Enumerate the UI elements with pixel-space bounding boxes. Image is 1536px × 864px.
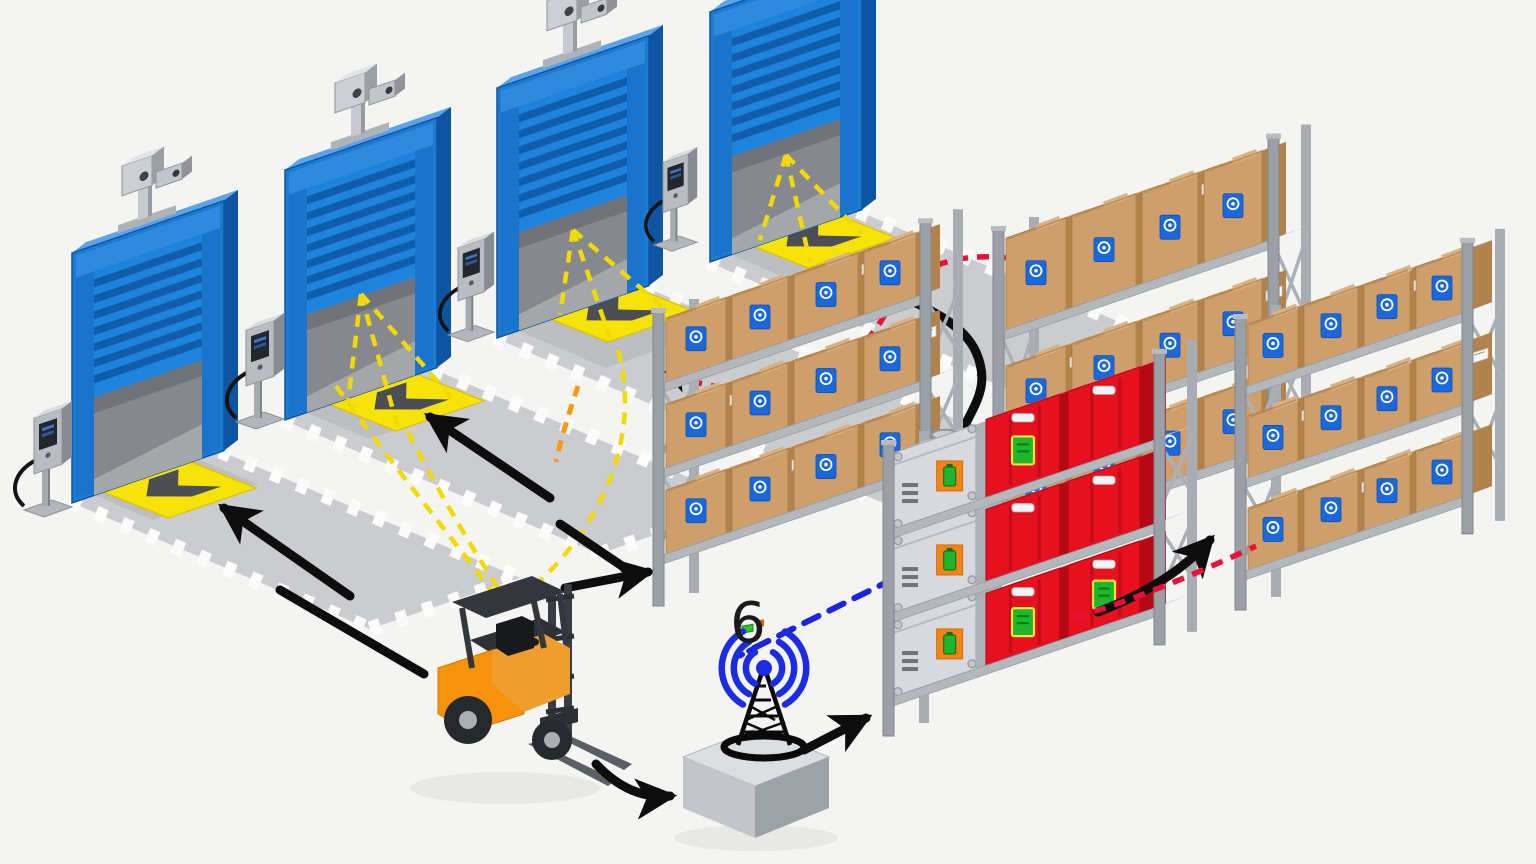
red-crate [1067, 447, 1166, 555]
dock-doors-layer [71, 0, 876, 505]
overhead-camera-icon [118, 146, 192, 234]
overhead-camera-icon [543, 0, 617, 69]
gateway-to-middle-rack [799, 713, 873, 755]
rack-middle [881, 339, 1197, 737]
lane-2-arrow [424, 412, 555, 503]
kiosks-layer [13, 146, 699, 518]
rack-right [1233, 228, 1505, 611]
camera-scan-beam [757, 153, 864, 263]
checkin-kiosk-2 [225, 312, 286, 430]
step-number-label: 6 [730, 591, 766, 656]
checkin-kiosk-3 [438, 231, 496, 343]
camera-scan-beam [557, 228, 666, 339]
wifi-waves-icon [718, 628, 810, 708]
equipment-layer [410, 576, 838, 851]
dock-door-4 [709, 0, 876, 264]
forklift-to-gateway [591, 759, 678, 820]
dock-door-1 [71, 146, 238, 505]
dock-door-2 [284, 63, 451, 422]
middle-rack-to-right-rack-dash [1073, 543, 1258, 621]
overhead-camera-icon [331, 63, 405, 151]
forklift-to-left-rack [560, 558, 656, 599]
checkin-kiosk-1 [13, 400, 74, 518]
lane-1-arrow [218, 503, 355, 601]
lane-1-to-forklift [275, 585, 429, 679]
marker-guides-to-forklift [334, 349, 628, 604]
kiosk-scan-dash [553, 385, 581, 463]
checkin-kiosk-4 [644, 146, 699, 252]
silver-case [893, 415, 1002, 530]
camera-scan-beam [345, 292, 454, 429]
forklift [437, 576, 632, 786]
red-crate [1067, 357, 1166, 471]
dock-door-3 [496, 0, 663, 340]
front-arrows-layer [591, 534, 1258, 820]
racks-front-layer [881, 339, 1197, 737]
wireless-gateway [681, 619, 831, 838]
